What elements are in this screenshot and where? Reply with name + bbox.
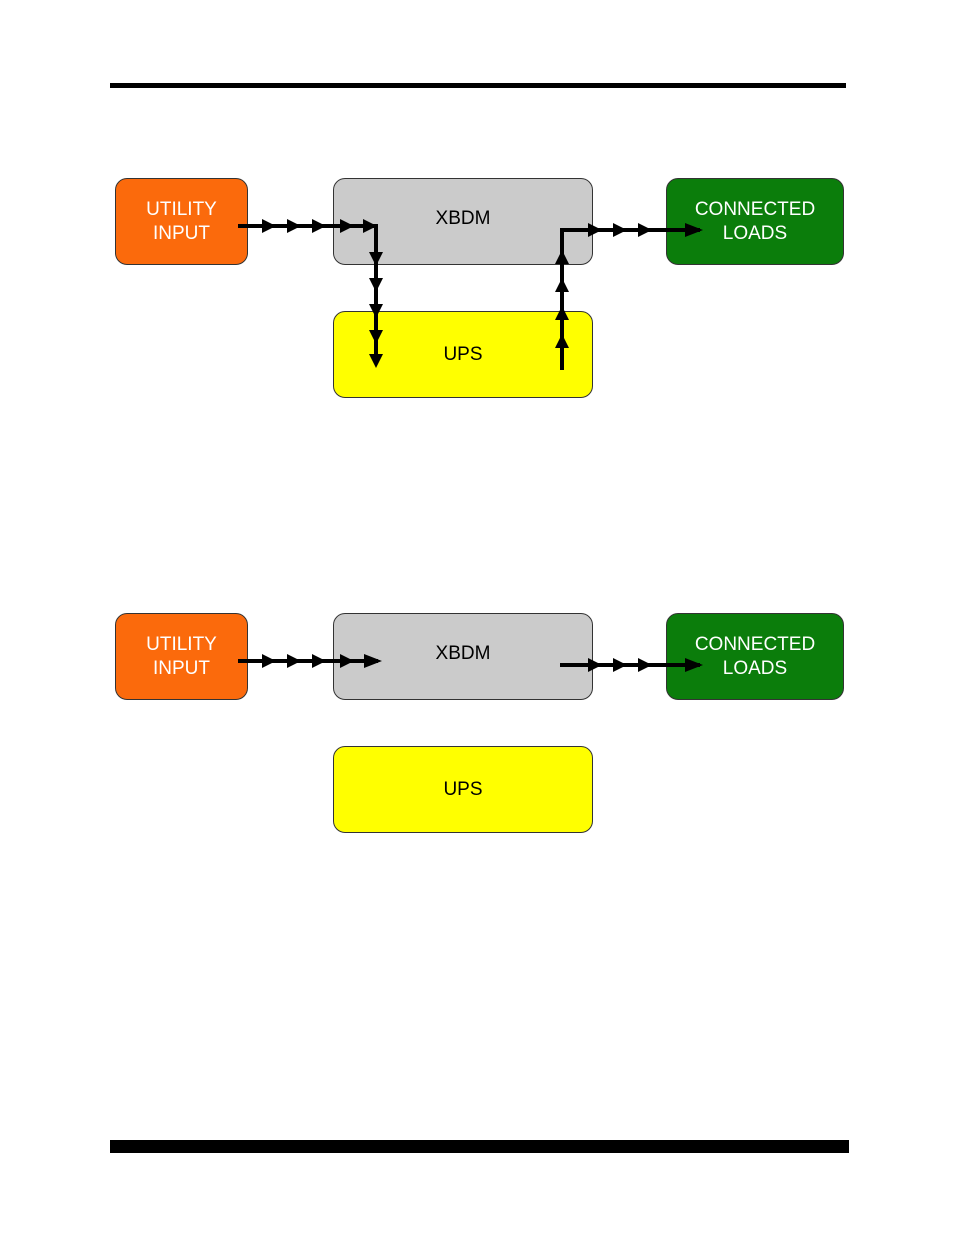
arrowhead xyxy=(638,658,652,672)
arrowhead xyxy=(312,654,326,668)
connected-loads-box: CONNECTED LOADS xyxy=(666,178,844,265)
xbdm-box: XBDM xyxy=(333,178,593,265)
ups-box: UPS xyxy=(333,746,593,833)
connected-loads-label: CONNECTED LOADS xyxy=(695,633,815,681)
arrowhead xyxy=(262,219,276,233)
utility-input-box: UTILITY INPUT xyxy=(115,178,248,265)
ups-box: UPS xyxy=(333,311,593,398)
arrowhead xyxy=(613,658,627,672)
power-flow-diagram-ups-mode: UTILITY INPUT XBDM CONNECTED LOADS UPS xyxy=(0,168,954,408)
ups-label: UPS xyxy=(443,778,482,802)
connected-loads-box: CONNECTED LOADS xyxy=(666,613,844,700)
utility-input-label: UTILITY INPUT xyxy=(146,633,217,681)
connected-loads-label: CONNECTED LOADS xyxy=(695,198,815,246)
xbdm-label: XBDM xyxy=(436,207,491,231)
footer-rule xyxy=(110,1140,849,1153)
utility-input-box: UTILITY INPUT xyxy=(115,613,248,700)
utility-input-label: UTILITY INPUT xyxy=(146,198,217,246)
power-flow-diagram-bypass-mode: UTILITY INPUT XBDM CONNECTED LOADS UPS xyxy=(0,603,954,843)
arrowhead xyxy=(555,278,569,292)
arrowhead xyxy=(287,219,301,233)
header-rule xyxy=(110,83,846,88)
arrowhead xyxy=(369,278,383,292)
arrowhead xyxy=(613,223,627,237)
arrowhead xyxy=(262,654,276,668)
arrowhead xyxy=(312,219,326,233)
xbdm-box: XBDM xyxy=(333,613,593,700)
arrowhead xyxy=(287,654,301,668)
xbdm-label: XBDM xyxy=(436,642,491,666)
arrowhead xyxy=(638,223,652,237)
ups-label: UPS xyxy=(443,343,482,367)
